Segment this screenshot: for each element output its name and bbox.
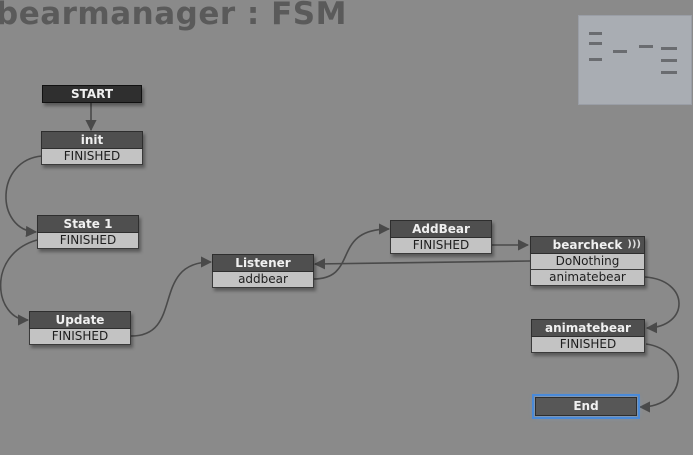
state-header: bearcheck ))) xyxy=(530,236,645,254)
state-header: End xyxy=(535,397,637,416)
state-label: bearcheck xyxy=(552,238,623,252)
transition-finished[interactable]: FINISHED xyxy=(37,233,139,249)
link-animatebear-end xyxy=(638,343,680,413)
state-header: init xyxy=(41,131,143,149)
state-listener[interactable]: Listener addbear xyxy=(212,254,314,288)
transition-animatebear[interactable]: animatebear xyxy=(530,270,645,286)
state-header: AddBear xyxy=(390,220,492,238)
state-addbear[interactable]: AddBear FINISHED xyxy=(390,220,492,254)
link-init-state1 xyxy=(5,155,43,238)
graph-minimap[interactable] xyxy=(578,15,692,105)
transition-finished[interactable]: FINISHED xyxy=(531,337,645,353)
state-state1[interactable]: State 1 FINISHED xyxy=(37,215,139,249)
state-update[interactable]: Update FINISHED xyxy=(29,311,131,345)
state-header: animatebear xyxy=(531,319,645,337)
state-header: Update xyxy=(29,311,131,329)
state-header: START xyxy=(42,85,142,103)
state-header: Listener xyxy=(212,254,314,272)
graph-title: bearmanager : FSM xyxy=(0,0,347,32)
link-donothing-listener xyxy=(313,258,531,270)
transition-finished[interactable]: FINISHED xyxy=(41,149,143,165)
link-update-listener xyxy=(130,256,213,337)
audio-wave-icon: ))) xyxy=(627,239,641,250)
transition-donothing[interactable]: DoNothing xyxy=(530,254,645,270)
transition-finished[interactable]: FINISHED xyxy=(29,329,131,345)
state-animatebear[interactable]: animatebear FINISHED xyxy=(531,319,645,353)
state-start[interactable]: START xyxy=(42,85,142,103)
link-state1-update xyxy=(0,239,38,326)
transition-finished[interactable]: FINISHED xyxy=(390,238,492,254)
state-init[interactable]: init FINISHED xyxy=(41,131,143,165)
transition-addbear[interactable]: addbear xyxy=(212,272,314,288)
state-end[interactable]: End xyxy=(532,394,640,419)
link-animatebear-state xyxy=(644,276,680,334)
link-listener-addbear xyxy=(312,223,391,280)
state-header: State 1 xyxy=(37,215,139,233)
state-bearcheck[interactable]: bearcheck ))) DoNothing animatebear xyxy=(530,236,645,286)
